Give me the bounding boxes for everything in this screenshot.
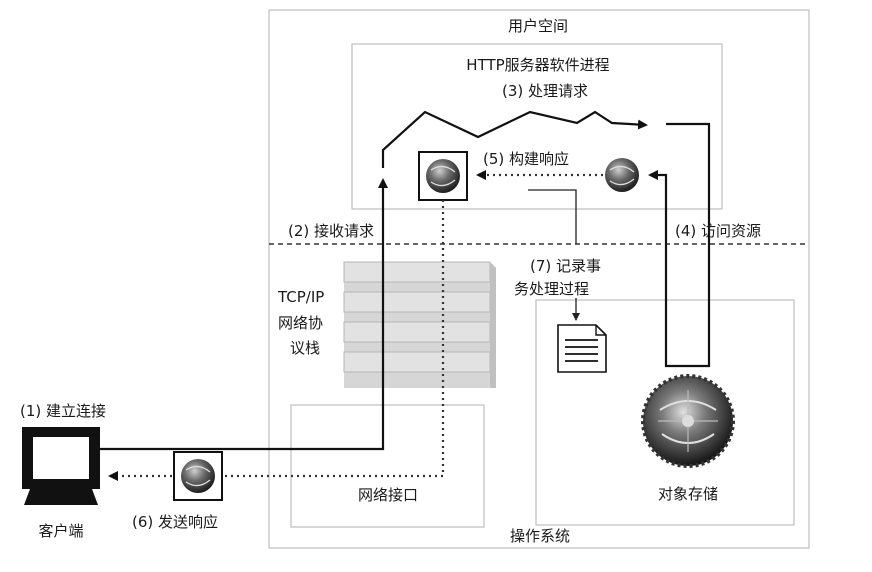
send-response-path [224, 200, 445, 478]
client-label: 客户端 [38, 522, 83, 540]
tcpip-label-line3: 议栈 [290, 339, 320, 357]
object-store-label: 对象存储 [658, 485, 718, 503]
response-message-icon [173, 451, 223, 501]
os-label: 操作系统 [510, 527, 570, 545]
http-server-box [351, 43, 723, 210]
step-5-label: (5) 构建响应 [483, 150, 569, 168]
computer-monitor-icon [22, 427, 100, 505]
step-4-label: (4) 访问资源 [675, 222, 761, 240]
log-document-icon [557, 324, 607, 373]
step-7-label-line1: (7) 记录事 [530, 257, 601, 275]
step-1-label: (1) 建立连接 [20, 402, 106, 420]
user-space-label: 用户空间 [508, 17, 568, 35]
step-6-label: (6) 发送响应 [132, 513, 218, 531]
tcpip-label-line1: TCP/IP [277, 288, 324, 306]
user-space-box [268, 9, 810, 549]
connection-path [100, 178, 388, 451]
log-path [528, 189, 577, 244]
tcpip-stack [343, 261, 496, 388]
built-response-icon [418, 151, 468, 201]
step-7-label-line2: 务处理过程 [514, 280, 589, 298]
step-2-label: (2) 接收请求 [288, 222, 374, 240]
http-server-label: HTTP服务器软件进程 [466, 56, 609, 74]
tcpip-label-line2: 网络协 [278, 314, 323, 332]
processing-path [381, 110, 648, 168]
step-3-label: (3) 处理请求 [502, 82, 588, 100]
resource-ball-icon [605, 158, 639, 192]
object-store-disk-icon [641, 374, 735, 468]
network-interface-box [290, 404, 485, 528]
resource-access-path [648, 122, 711, 368]
network-interface-label: 网络接口 [358, 486, 418, 504]
